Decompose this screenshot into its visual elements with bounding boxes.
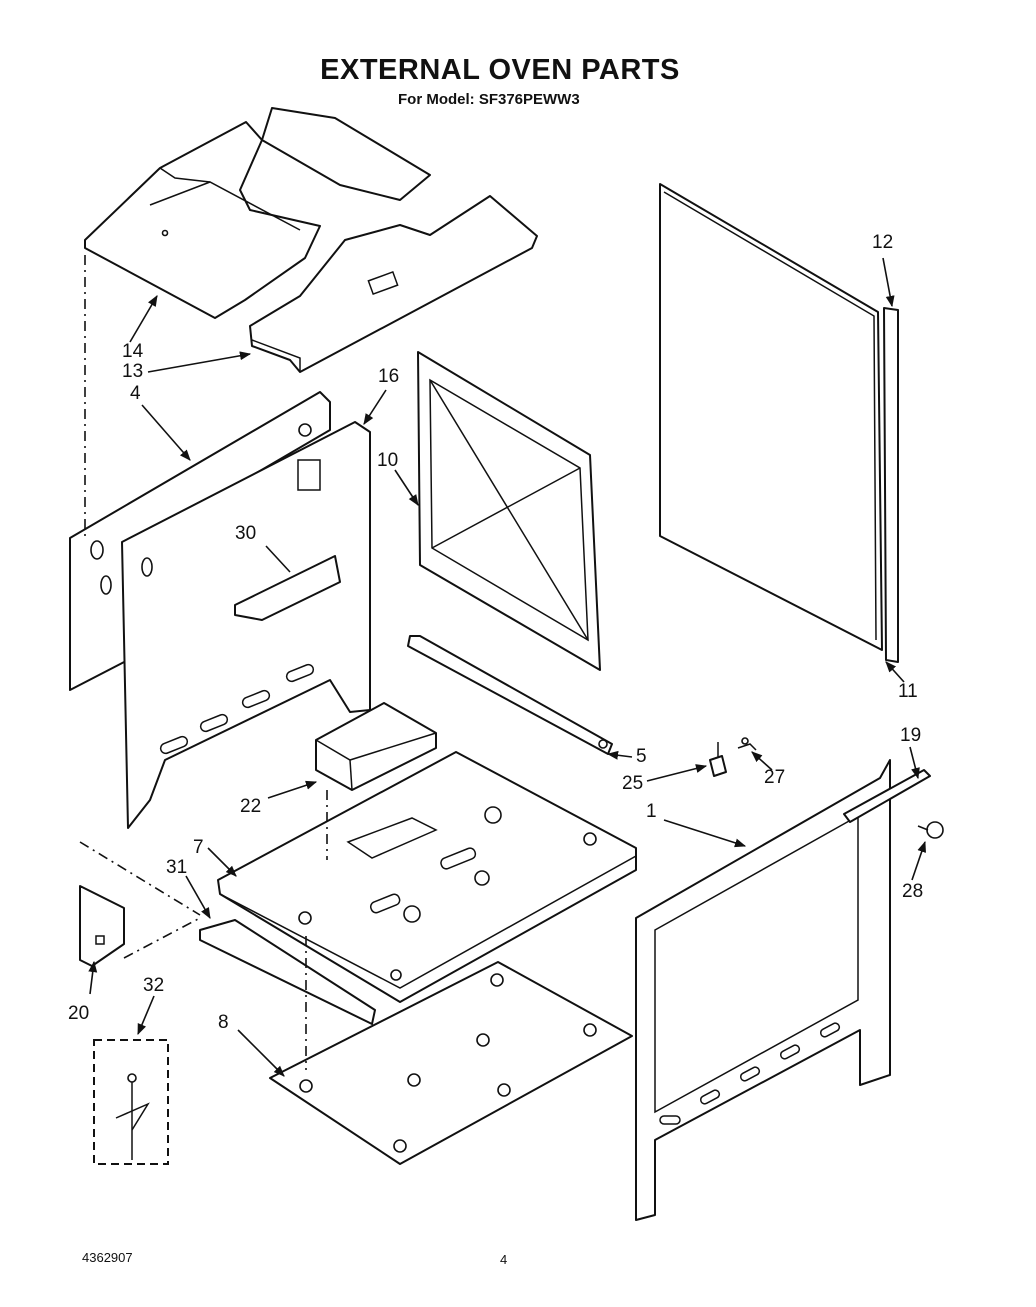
part-19-rod [843,769,931,823]
part-25-fitting [709,742,727,777]
part-27-clip [737,737,757,751]
part-5-rail [407,635,613,755]
page-subtitle: For Model: SF376PEWW3 [398,91,580,108]
part-22-cover-box [315,702,437,791]
part-13-top-rear-panel [249,195,538,373]
callout-8: 8 [218,1012,229,1033]
part-7-oven-bottom [217,751,637,1003]
document-number: 4362907 [82,1250,133,1265]
part-20-bracket [79,885,125,967]
part-10-rear-frame [417,351,601,671]
callout-4: 4 [130,383,141,404]
callout-13: 13 [122,361,144,382]
part-30-bracket [234,555,341,621]
callout-1: 1 [646,801,657,822]
part-32-hardware [93,1039,169,1165]
callout-10: 10 [377,450,399,471]
callout-20: 20 [68,1003,90,1024]
callout-7: 7 [193,837,204,858]
page-number: 4 [500,1252,508,1267]
callout-32: 32 [143,975,165,996]
callout-12: 12 [872,232,894,253]
part-12-side-panel [659,183,883,651]
part-31-strip [199,919,376,1025]
callout-31: 31 [166,857,188,878]
leader-lines [88,257,926,1077]
part-16-inner-side-panel [121,421,371,829]
callout-16: 16 [378,366,400,387]
part-1-front-frame [635,759,891,1221]
callout-28: 28 [902,881,924,902]
callout-30: 30 [235,523,257,544]
page-title: EXTERNAL OVEN PARTS [320,54,680,86]
part-8-bottom-panel [269,961,633,1165]
callout-11: 11 [898,681,918,702]
callout-19: 19 [900,725,922,746]
part-14-top-back [261,107,431,201]
callout-25: 25 [622,773,644,794]
part-20-guide-2 [123,917,201,959]
part-11-trim-strip [883,307,899,663]
callout-5: 5 [636,746,647,767]
part-20-guide [79,841,201,916]
part-14-top-panel [84,121,321,319]
callout-22: 22 [240,796,262,817]
callout-27: 27 [764,767,786,788]
callout-14: 14 [122,341,144,362]
part-28-knob [917,821,944,839]
